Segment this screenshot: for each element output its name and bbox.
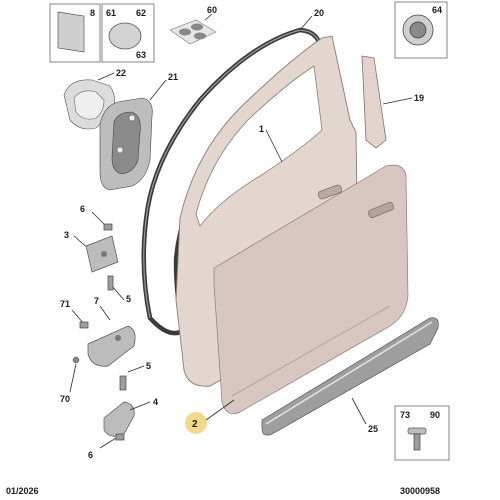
callout-21: 21 (168, 72, 178, 82)
part-number: 30000958 (400, 486, 440, 496)
trim-panel-21: 21 (99, 72, 178, 191)
callout-60: 60 (207, 5, 217, 15)
door-handle-outer-icon (368, 202, 394, 218)
hinge-bracket-group: 5 4 6 (88, 361, 158, 460)
pad-sheet-icon (169, 19, 217, 45)
leader-5-top (111, 285, 125, 301)
clip-hole-1 (128, 114, 136, 122)
callout-8: 8 (90, 8, 95, 18)
nut-71-icon (79, 321, 89, 329)
leader-70 (69, 363, 77, 393)
callout-22: 22 (116, 68, 126, 78)
lower-trim-shape (261, 317, 439, 436)
leader-25 (351, 397, 367, 425)
pad-dot-3 (194, 32, 206, 40)
leader-60 (204, 13, 213, 21)
leader-2 (205, 399, 235, 421)
box-61-63-group: 61 62 63 (101, 3, 155, 63)
grommet-hole (409, 21, 427, 39)
hinge-upper-group: 6 3 5 (64, 204, 131, 304)
callout-62: 62 (136, 8, 146, 18)
door-skin-shape (213, 164, 409, 414)
callout-6-top: 6 (80, 204, 85, 214)
pad-dot-1 (179, 28, 191, 36)
callout-4: 4 (153, 397, 158, 407)
leader-21 (149, 79, 167, 101)
box-73-90-group: 73 90 (394, 405, 450, 461)
lower-trim-highlight (265, 321, 433, 425)
callout-5-top: 5 (126, 294, 131, 304)
callout-20: 20 (314, 8, 324, 18)
callout-3: 3 (64, 230, 69, 240)
callout-5-bottom: 5 (146, 361, 151, 371)
lower-trim-25: 25 (261, 317, 439, 436)
hinge-lower-pin (115, 335, 121, 341)
leader-4 (129, 401, 151, 411)
clip-head-icon (407, 427, 427, 435)
callout-64: 64 (432, 5, 442, 15)
hinge-lower-group: 7 71 70 (60, 296, 136, 404)
pad-dot-2 (191, 23, 203, 31)
callout-63: 63 (136, 50, 146, 60)
callout-73: 73 (400, 410, 410, 420)
leader-19 (382, 97, 413, 105)
leader-5-bottom (127, 365, 145, 373)
callout-7: 7 (94, 296, 99, 306)
sticker-pad-icon (57, 11, 85, 53)
speaker-cone-icon (73, 90, 105, 120)
clip-hole-2 (116, 146, 124, 154)
callout-70: 70 (60, 394, 70, 404)
callout-90: 90 (430, 410, 440, 420)
speaker-grille-22: 22 (63, 68, 126, 130)
leader-7 (99, 305, 111, 321)
callout-1: 1 (259, 124, 264, 134)
screw-top-icon (103, 223, 113, 231)
hinge-bracket-shape (103, 401, 135, 437)
bolt-top-icon (107, 275, 114, 291)
box-64-group: 64 (394, 1, 448, 59)
box-8-group: 8 (49, 3, 101, 63)
clip-shaft-icon (413, 433, 421, 451)
leader-20 (299, 15, 313, 31)
hinge-lower-shape (87, 325, 136, 367)
leader-6-bottom (99, 437, 117, 449)
adhesive-pads-60: 60 (169, 5, 217, 45)
screw-bottom-icon (115, 433, 125, 441)
door-handle-inner-icon (317, 184, 343, 200)
date-code: 01/2026 (6, 486, 39, 496)
callout-19: 19 (414, 93, 424, 103)
callout-6-bottom: 6 (88, 450, 93, 460)
callout-71: 71 (60, 299, 70, 309)
door-seal-highlight (143, 29, 321, 319)
bolt-bottom-icon (119, 375, 127, 391)
pillar-molding-19: 19 (361, 55, 424, 149)
callout-2: 2 (192, 419, 198, 430)
pillar-molding-shape (361, 55, 387, 149)
trim-panel-recess (111, 111, 141, 175)
callout-25: 25 (368, 424, 378, 434)
door-skin-2: 2 (185, 164, 409, 434)
door-skin-lower-edge (231, 305, 391, 397)
callout-2-highlight (185, 412, 207, 434)
hinge-upper-pin (101, 251, 107, 257)
leader-22 (97, 72, 115, 81)
leader-1 (265, 129, 283, 163)
round-plug-icon (108, 22, 142, 50)
nut-70-icon (72, 356, 80, 364)
callout-61: 61 (106, 8, 116, 18)
door-window-opening (195, 65, 323, 227)
